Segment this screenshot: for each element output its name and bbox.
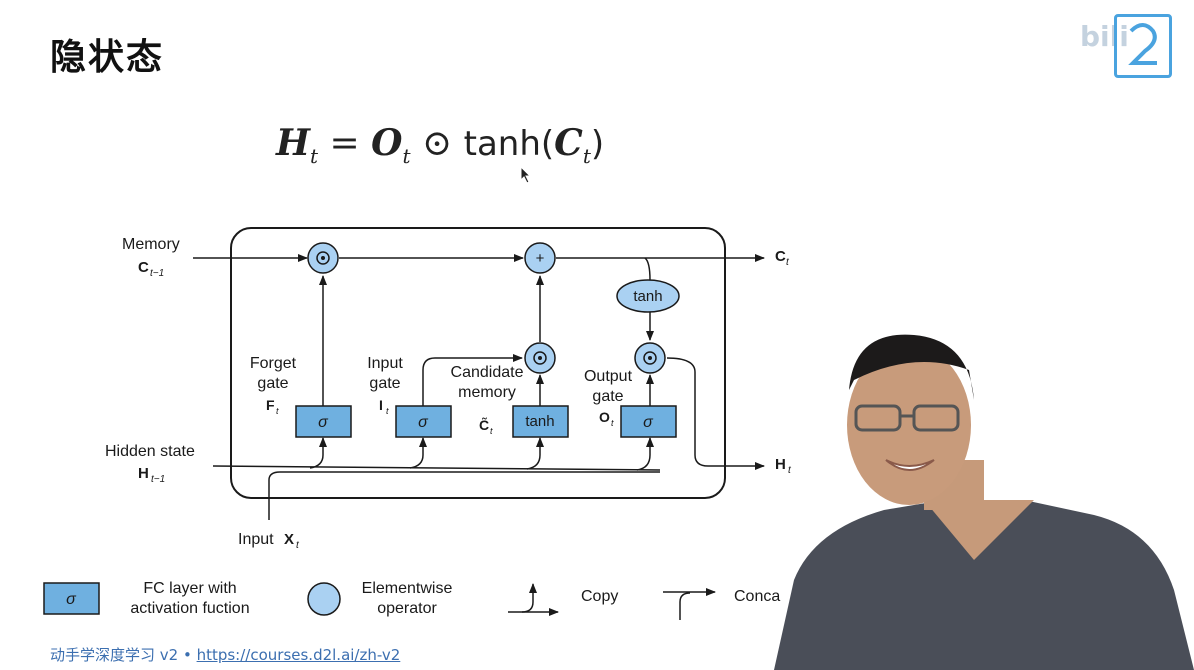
formula-op: ⊙: [422, 123, 453, 164]
formula-h: H: [276, 122, 311, 164]
hidden-var: H: [138, 465, 149, 482]
hidden-sub: t−1: [151, 474, 165, 485]
candidate-label-2: memory: [458, 384, 516, 401]
forget-gate-box: [295, 405, 352, 438]
input-label: Input: [238, 531, 274, 548]
legend-fc-box: [43, 582, 100, 615]
presenter-video: [774, 334, 1194, 670]
formula-fn: tanh(: [463, 124, 555, 164]
forget-sub: t: [276, 406, 279, 416]
legend-copy-icon: [508, 583, 559, 616]
hidden-state-label: Hidden state: [105, 443, 195, 460]
candidate-sub: t: [490, 426, 493, 436]
out-c-sub: t: [786, 257, 790, 268]
candidate-tanh: tanh: [525, 413, 554, 430]
input-gate-sub: t: [386, 406, 389, 416]
lstm-cell-border: [230, 227, 726, 499]
output-gate-label-1: Output: [584, 368, 633, 385]
formula-c-sub: t: [582, 144, 591, 169]
footer-link[interactable]: https://courses.d2l.ai/zh-v2: [196, 646, 401, 664]
out-h-sub: t: [788, 465, 792, 476]
hidden-state-formula: Ht = Ot ⊙ tanh(Ct): [276, 122, 604, 168]
legend-copy-label: Copy: [581, 588, 618, 605]
formula-h-sub: t: [310, 144, 319, 169]
forget-label-1: Forget: [250, 355, 297, 372]
legend-elementwise-label-2: operator: [377, 600, 437, 617]
footer-course: 动手学深度学习 v2 •: [50, 646, 197, 664]
forget-multiply-operator: [307, 242, 339, 274]
d2l-logo-icon: [1114, 14, 1172, 78]
memory-var: C: [138, 259, 149, 276]
legend-elementwise-circle: [307, 582, 341, 616]
output-gate-label-2: gate: [592, 388, 623, 405]
legend-fc-label-2: activation fuction: [130, 600, 249, 617]
bilibili-watermark: bili: [1080, 20, 1129, 53]
forget-label-2: gate: [257, 375, 288, 392]
formula-eq: =: [329, 123, 360, 164]
output-multiply-operator: [634, 342, 666, 374]
mouse-cursor-icon: [520, 166, 532, 184]
forget-var: F: [266, 397, 275, 413]
forget-gate-sigma: σ: [318, 414, 329, 431]
output-gate-sigma: σ: [643, 414, 654, 431]
output-gate-box: [620, 405, 677, 438]
formula-o: O: [371, 122, 403, 164]
tanh-ellipse-label: tanh: [633, 288, 662, 305]
input-gate-label-2: gate: [369, 375, 400, 392]
legend-fc-label-1: FC layer with: [143, 580, 236, 597]
formula-close: ): [590, 124, 605, 164]
add-operator-symbol: +: [536, 250, 545, 267]
memory-sub: t−1: [150, 268, 164, 279]
slide-title: 隐状态: [50, 37, 165, 78]
out-c-var: C: [775, 248, 786, 265]
legend-concat-icon: [663, 588, 716, 620]
input-gate-box: [395, 405, 452, 438]
input-multiply-operator: [524, 342, 556, 374]
input-var: X: [284, 531, 294, 548]
legend-concat-label: Conca: [734, 588, 780, 605]
input-gate-sigma: σ: [418, 414, 429, 431]
memory-label: Memory: [122, 236, 180, 253]
output-gate-sub: t: [611, 418, 614, 428]
legend-fc-symbol: σ: [66, 591, 77, 608]
output-gate-var: O: [599, 409, 610, 425]
candidate-var: C̃: [479, 416, 489, 433]
formula-o-sub: t: [402, 144, 411, 169]
footer: 动手学深度学习 v2 • https://courses.d2l.ai/zh-v…: [50, 644, 400, 665]
legend-elementwise-label-1: Elementwise: [362, 580, 453, 597]
candidate-label-1: Candidate: [451, 364, 524, 381]
input-sub: t: [296, 540, 300, 551]
input-gate-label-1: Input: [367, 355, 403, 372]
tanh-ellipse: [616, 279, 680, 313]
candidate-box: [512, 405, 569, 438]
input-gate-var: I: [379, 397, 383, 413]
add-operator: +: [524, 242, 556, 274]
out-h-var: H: [775, 456, 786, 473]
formula-c: C: [554, 122, 583, 164]
